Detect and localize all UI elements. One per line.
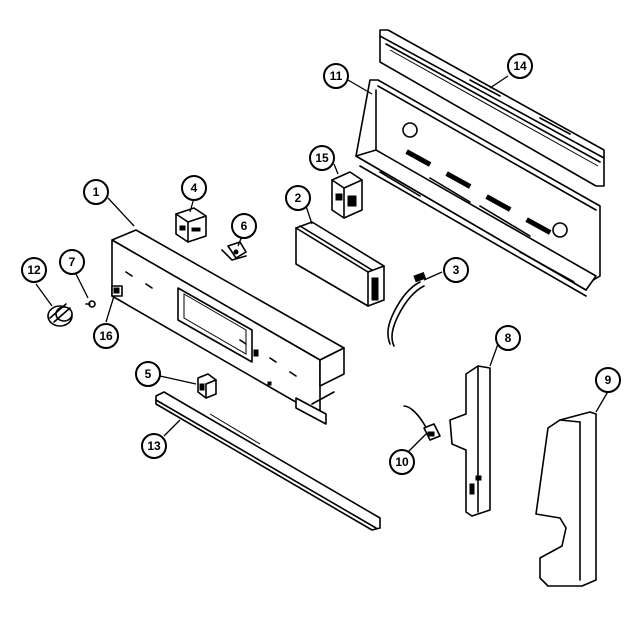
callout-5: 5 [135,361,161,387]
callout-9-label: 9 [605,373,612,387]
callout-8: 8 [495,325,521,351]
part-12-knob [47,303,73,327]
part-4-module [175,207,207,243]
callout-5-label: 5 [145,367,152,381]
callout-16-label: 16 [99,329,113,343]
callout-14-label: 14 [513,59,527,73]
part-10-connector [403,405,441,441]
callout-11: 11 [323,63,349,89]
part-8-side-trim [449,365,491,517]
part-14-rear-top-trim [379,29,605,187]
part-7-screw [85,300,96,308]
part-5-rocker-switch [197,373,217,399]
callout-7: 7 [59,249,85,275]
callout-1: 1 [83,179,109,205]
callout-6: 6 [231,213,257,239]
callout-10-label: 10 [395,455,409,469]
callout-4: 4 [181,175,207,201]
part-2-control-board [295,221,385,307]
part-11-rear-panel [355,79,601,297]
callout-4-label: 4 [191,181,198,195]
part-15-switch [331,171,363,219]
callout-1-label: 1 [93,185,100,199]
callout-14: 14 [507,53,533,79]
callout-13: 13 [141,433,167,459]
part-1-control-panel [111,229,345,425]
callout-12-label: 12 [27,263,41,277]
callout-15-label: 15 [315,151,329,165]
callout-13-label: 13 [147,439,161,453]
callout-3-label: 3 [453,263,460,277]
callout-15: 15 [309,145,335,171]
callout-10: 10 [389,449,415,475]
callout-6-label: 6 [241,219,248,233]
leader-lines [35,75,611,453]
callout-8-label: 8 [505,331,512,345]
callout-2: 2 [285,185,311,211]
part-6-bracket [221,241,247,261]
callout-11-label: 11 [330,69,343,83]
part-13-trim-strip [155,391,381,531]
part-9-end-panel [535,411,597,587]
callout-7-label: 7 [69,255,76,269]
callout-16: 16 [93,323,119,349]
part-3-wire-harness [387,271,427,347]
callout-12: 12 [21,257,47,283]
callout-9: 9 [595,367,621,393]
callout-3: 3 [443,257,469,283]
callout-2-label: 2 [295,191,302,205]
part-16-button [111,285,123,297]
